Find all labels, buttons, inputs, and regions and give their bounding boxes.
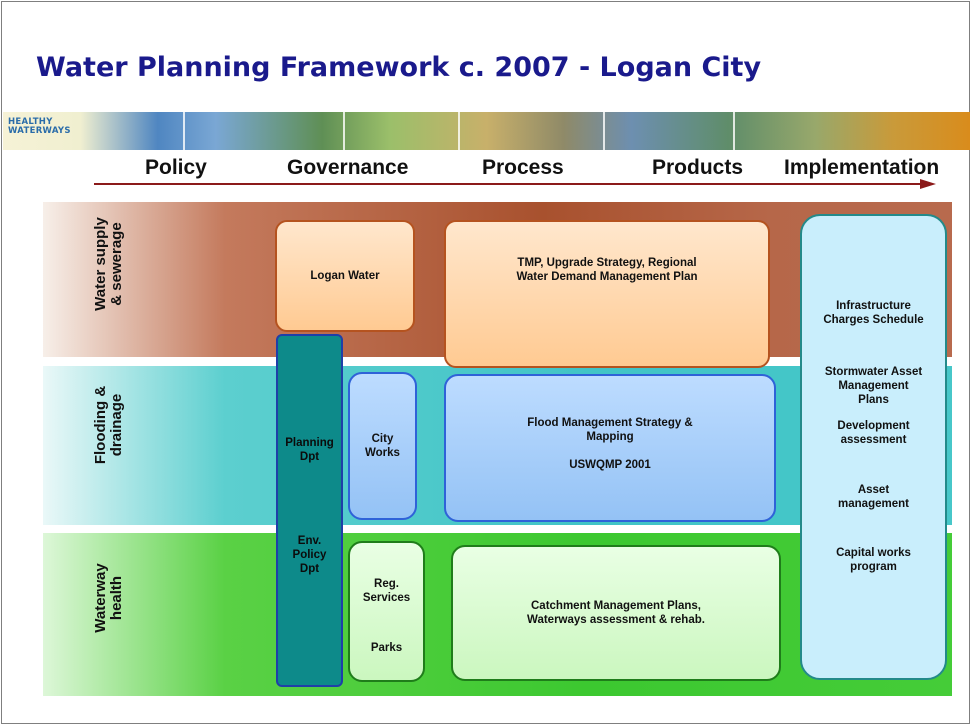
city-works-box: City Works (348, 372, 417, 520)
impl-stormwater-asset-plans: Stormwater Asset Management Plans (824, 366, 923, 406)
planning-dpt-label: Planning Dpt (285, 437, 334, 463)
flood-strategy-box: Flood Management Strategy & Mapping USWQ… (444, 374, 776, 522)
band-label-flooding: Flooding & drainage (92, 385, 125, 465)
logo-text-line2: WATERWAYS (8, 126, 71, 136)
impl-development-assessment: Development assessment (837, 420, 910, 446)
stage-process: Process (482, 156, 564, 179)
env-policy-dpt-label: Env. Policy Dpt (292, 535, 327, 575)
banner-divider (458, 112, 460, 150)
logo-text-line1: HEALTHY (8, 117, 53, 127)
logan-water-box: Logan Water (275, 220, 415, 332)
uswqmp-label: USWQMP 2001 (569, 459, 651, 471)
impl-infrastructure-charges: Infrastructure Charges Schedule (823, 300, 924, 326)
impl-capital-works: Capital works program (836, 547, 911, 573)
photo-banner: HEALTHY WATERWAYS (3, 112, 970, 150)
reg-services-label: Reg. Services (362, 578, 411, 604)
band-label-waterway-health: Waterway health (92, 563, 125, 633)
impl-asset-management: Asset management (838, 484, 909, 510)
banner-divider (343, 112, 345, 150)
parks-label: Parks (370, 642, 403, 654)
flow-arrow (94, 179, 936, 189)
implementation-column: Infrastructure Charges Schedule Stormwat… (800, 214, 947, 680)
tmp-strategy-label: TMP, Upgrade Strategy, Regional Water De… (516, 257, 698, 283)
logan-water-label: Logan Water (310, 270, 380, 282)
banner-divider (603, 112, 605, 150)
catchment-management-label: Catchment Management Plans, Waterways as… (527, 600, 705, 626)
stage-implementation: Implementation (784, 156, 940, 179)
band-label-water-supply: Water supply & sewerage (92, 217, 125, 311)
page-title: Water Planning Framework c. 2007 - Logan… (36, 52, 762, 83)
catchment-management-box: Catchment Management Plans, Waterways as… (451, 545, 781, 681)
tmp-strategy-box: TMP, Upgrade Strategy, Regional Water De… (444, 220, 770, 368)
healthy-waterways-logo: HEALTHY WATERWAYS (8, 118, 94, 146)
stage-policy: Policy (145, 156, 207, 179)
banner-divider (183, 112, 185, 150)
stage-governance: Governance (287, 156, 409, 179)
city-works-label: City Works (365, 433, 400, 459)
flood-strategy-label: Flood Management Strategy & Mapping (527, 417, 693, 443)
banner-divider (733, 112, 735, 150)
stage-products: Products (652, 156, 744, 179)
planning-dpt-column: Planning Dpt Env. Policy Dpt (276, 334, 343, 687)
reg-services-parks-box: Reg. Services Parks (348, 541, 425, 682)
